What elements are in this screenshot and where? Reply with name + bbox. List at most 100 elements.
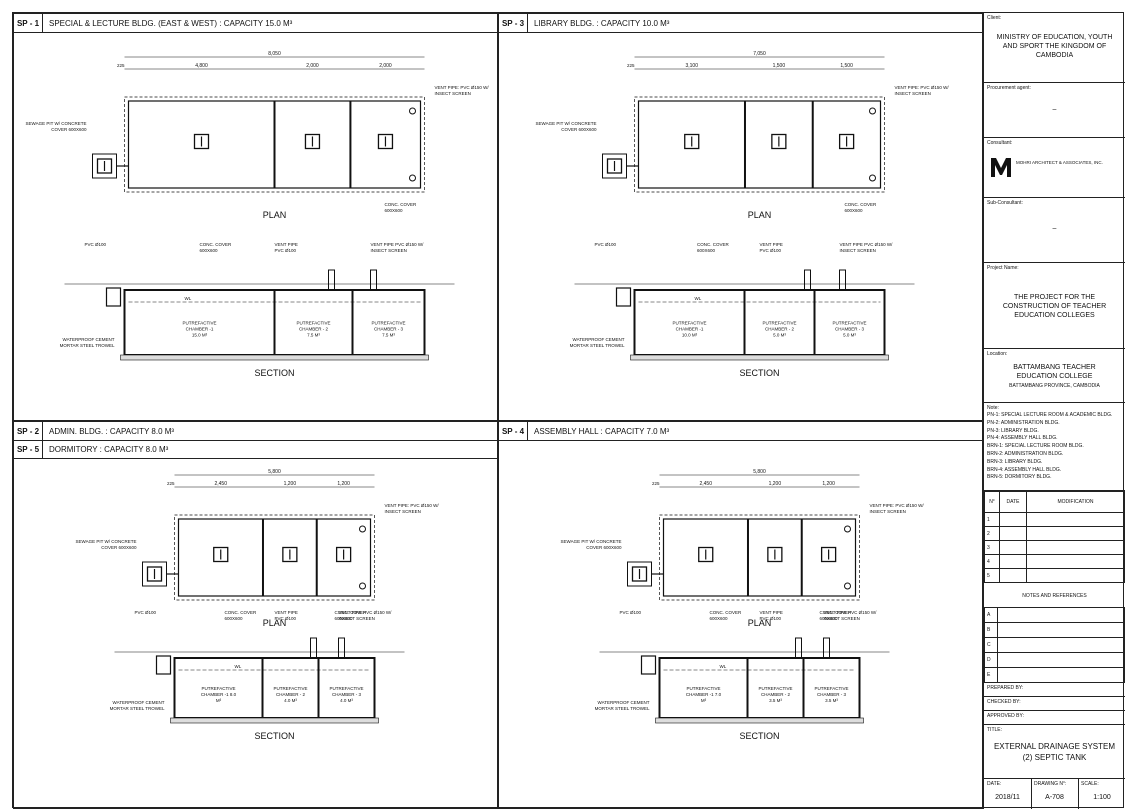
water-level-label: WL xyxy=(185,296,192,301)
plan-title: PLAN xyxy=(263,618,287,628)
section-sewage-pit xyxy=(615,287,632,307)
note-block: Note: PN-1: SPECIAL LECTURE ROOM & ACADE… xyxy=(984,403,1125,491)
chamber-label: PUTREFACTIVE xyxy=(832,321,866,326)
chamber-label: CHAMBER -1 xyxy=(186,327,214,332)
vent-pipe-label: INSECT SCREEN xyxy=(895,91,931,96)
chamber-label: CHAMBER - 3 xyxy=(374,327,404,332)
mod-cell: 5 xyxy=(984,568,1000,583)
ref-cell xyxy=(997,622,1125,638)
mod-cell: 2 xyxy=(984,526,1000,541)
location-sub: BATTAMBANG PROVINCE, CAMBODIA xyxy=(1009,383,1100,389)
chamber-label: 7.5 M³ xyxy=(307,333,320,338)
subconsultant-value: – xyxy=(1052,225,1057,232)
vent-pipe-label: INSECT SCREEN xyxy=(435,91,471,96)
vent-pipe-icon xyxy=(844,525,851,533)
panel-title: ASSEMBLY HALL : CAPACITY 7.0 M³ xyxy=(534,426,670,436)
section-title: SECTION xyxy=(254,368,294,378)
panel-sp2-sp5: SP - 2 ADMIN. BLDG. : CAPACITY 8.0 M³ SP… xyxy=(13,421,498,809)
dimension-text: 2,000 xyxy=(306,63,319,69)
vent-pipe-label: VENT PIPE: PVC Ø150 W/ xyxy=(895,85,950,90)
dimension-text: 1,200 xyxy=(769,481,782,487)
vent-pipe-icon xyxy=(869,107,876,115)
vent-pipe-icon xyxy=(338,637,345,659)
note-item: BRN-3: LIBRARY BLDG. xyxy=(987,458,1043,465)
dimension-text: 1,200 xyxy=(284,481,297,487)
date-value: 2018/11 xyxy=(995,794,1020,801)
section-title: SECTION xyxy=(254,731,294,741)
ref-cell xyxy=(997,637,1125,653)
approved-block: APPROVED BY: xyxy=(984,711,1125,725)
panel-header: SP - 2 ADMIN. BLDG. : CAPACITY 8.0 M³ xyxy=(14,422,497,441)
chamber-label: 3.5 M³ xyxy=(825,698,838,703)
dimension-text: 2,450 xyxy=(699,481,712,487)
dimension-overall: 5,800 xyxy=(268,469,281,475)
subconsultant-block: Sub-Consultant: – xyxy=(984,198,1125,263)
dimension-text: 1,200 xyxy=(822,481,835,487)
waterproof-label: MORTAR STEEL TROWEL xyxy=(60,343,115,348)
note-item: PN-4: ASSEMBLY HALL BLDG. xyxy=(987,435,1058,442)
mod-cell xyxy=(999,554,1027,569)
vent150-label: VENT PIPE PVC Ø150 W/ xyxy=(840,242,894,247)
sewage-pit-label: COVER 600X600 xyxy=(101,545,137,550)
dimension-overall: 7,050 xyxy=(753,51,766,57)
mod-cell xyxy=(1026,512,1125,527)
ref-cell: B xyxy=(984,622,998,638)
ref-cell xyxy=(997,667,1125,683)
pvc-label: PVC Ø100 xyxy=(135,610,157,615)
chamber-label: PUTREFACTIVE xyxy=(273,686,307,691)
vent-pipe-label: VENT PIPE: PVC Ø150 W/ xyxy=(385,503,440,508)
vent150-label: INSECT SCREEN xyxy=(824,616,860,621)
chamber-label: CHAMBER - 2 xyxy=(276,692,306,697)
title-field-block: TITLE: EXTERNAL DRAINAGE SYSTEM (2) SEPT… xyxy=(984,725,1125,779)
vent-pipe-icon xyxy=(804,269,811,291)
client-block: Client: MINISTRY OF EDUCATION, YOUTH AND… xyxy=(984,13,1125,83)
vent-pipe-icon xyxy=(310,637,317,659)
drawing-no-cell: DRAWING N°: A-708 xyxy=(1031,779,1079,809)
chamber-label: PUTREFACTIVE xyxy=(686,686,720,691)
chamber-label: CHAMBER -1 7.0 xyxy=(686,692,722,697)
section-base xyxy=(655,717,864,724)
procurement-value: – xyxy=(1052,106,1057,113)
conc-cover-label: 600X600 xyxy=(225,616,244,621)
chamber-label: CHAMBER -1 xyxy=(676,327,704,332)
chamber-label: CHAMBER - 2 xyxy=(299,327,329,332)
vent150-label: INSECT SCREEN xyxy=(371,248,407,253)
mod-cell xyxy=(1026,568,1125,583)
panel-code-2: SP - 5 xyxy=(14,440,43,458)
title-block: Client: MINISTRY OF EDUCATION, YOUTH AND… xyxy=(983,13,1125,809)
dimension-text: 2,000 xyxy=(379,63,392,69)
ref-cell: D xyxy=(984,652,998,668)
vent-pipe-icon xyxy=(823,637,830,659)
consultant-block: Consultant: MOHRI ARCHITECT & ASSOCIATES… xyxy=(984,138,1125,198)
subconsultant-label: Sub-Consultant: xyxy=(987,200,1023,206)
dimension-text: 1,500 xyxy=(840,63,853,69)
chamber-label: M³ xyxy=(216,698,222,703)
drawing-no-value: A-708 xyxy=(1045,794,1064,801)
section-sewage-pit xyxy=(155,655,172,675)
conc-cover-label: 600X600 xyxy=(710,616,729,621)
cover-icon xyxy=(838,133,855,150)
vent-pipe-label: VENT PIPE: PVC Ø150 W/ xyxy=(435,85,490,90)
waterproof-label: MORTAR STEEL TROWEL xyxy=(570,343,625,348)
ref-cell xyxy=(997,607,1125,623)
prepared-block: PREPARED BY: xyxy=(984,683,1125,697)
panel-sp3: SP - 3 LIBRARY BLDG. : CAPACITY 10.0 M³ … xyxy=(498,13,983,421)
chamber-label: 4.0 M³ xyxy=(340,698,353,703)
title-label: TITLE: xyxy=(987,727,1003,733)
note-item: BRN-4: ASSEMBLY HALL BLDG. xyxy=(987,466,1062,473)
tank-wall xyxy=(177,518,372,597)
cover-icon xyxy=(631,566,648,582)
conc-cover-label: 600X600 xyxy=(335,616,354,621)
sewage-pit-label: SEWAGE PIT W/ CONCRETE xyxy=(560,539,621,544)
conc-cover-label: 600X600 xyxy=(385,208,404,213)
sewage-pit-label: COVER 600X600 xyxy=(51,127,87,132)
water-level-label: WL xyxy=(235,664,242,669)
drawing-sheet: SP - 1 SPECIAL & LECTURE BLDG. (EAST & W… xyxy=(12,12,1125,809)
dimension-text: 1,500 xyxy=(773,63,786,69)
plan-outline xyxy=(659,514,860,601)
mod-header: MODIFICATION xyxy=(1026,491,1125,513)
panel-sp1: SP - 1 SPECIAL & LECTURE BLDG. (EAST & W… xyxy=(13,13,498,421)
vent-label: VENT PIPE xyxy=(760,610,783,615)
conc-cover-label: 600X600 xyxy=(845,208,864,213)
checked-block: CHECKED BY: xyxy=(984,697,1125,711)
